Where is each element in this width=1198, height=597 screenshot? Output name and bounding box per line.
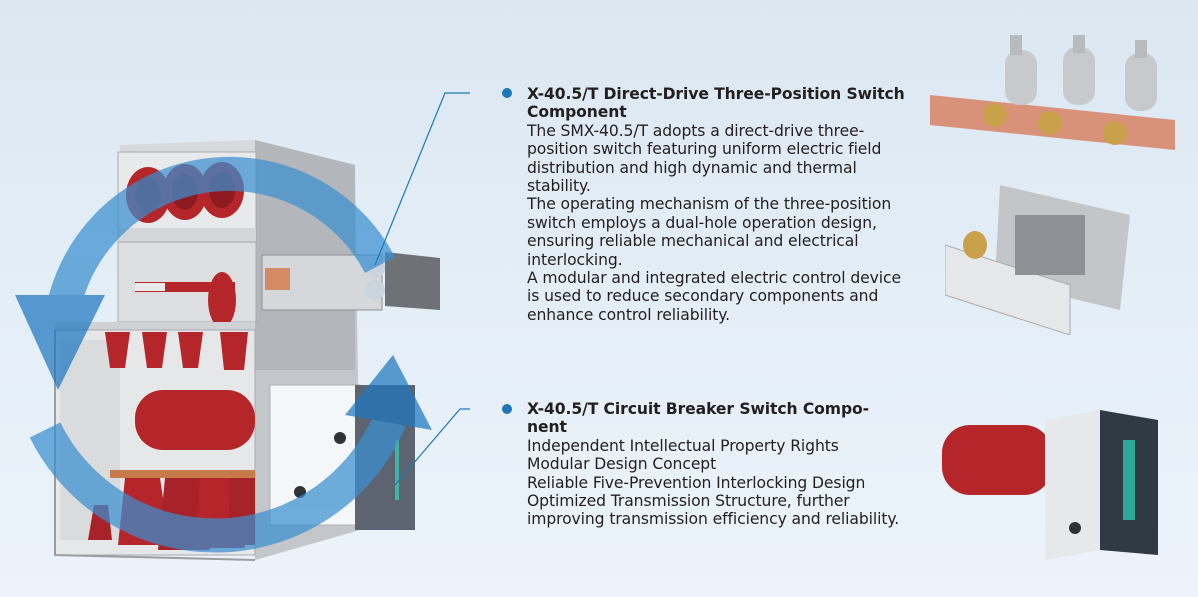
switchgear-cabinet-illustration <box>15 92 470 561</box>
callout-dot-2 <box>502 404 512 414</box>
callout-three-position-switch: X-40.5/T Direct-Drive Three-Position Swi… <box>527 85 907 324</box>
callout-paragraph: A modular and integrated electric contro… <box>527 269 901 324</box>
circuit-breaker-module-image <box>942 410 1158 560</box>
rotation-arrows-icon <box>15 156 432 553</box>
operating-mechanism-image <box>945 185 1130 335</box>
callout-paragraph: Independent Intellectual Property Rights <box>527 436 839 455</box>
callout-title: X-40.5/T Circuit Breaker Switch Compo-ne… <box>527 400 869 437</box>
callout-line-1 <box>374 92 470 266</box>
three-position-switch-on-cabinet <box>261 252 440 311</box>
callout-paragraph: The operating mechanism of the three-pos… <box>527 195 892 269</box>
callout-title: X-40.5/T Direct-Drive Three-Position Swi… <box>527 85 905 122</box>
callout-line-2 <box>394 408 470 486</box>
three-position-switch-assembly-image <box>930 35 1175 150</box>
callout-paragraph: Modular Design Concept <box>527 455 717 474</box>
breaker-body <box>135 390 255 450</box>
callout-circuit-breaker: X-40.5/T Circuit Breaker Switch Compo-ne… <box>527 400 907 529</box>
callout-paragraph: The SMX-40.5/T adopts a direct-drive thr… <box>527 121 882 196</box>
lower-bushings <box>105 332 248 370</box>
callout-paragraph: Reliable Five-Prevention Interlocking De… <box>527 473 866 492</box>
callout-paragraph: Optimized Transmission Structure, furthe… <box>527 492 900 529</box>
callout-dot-1 <box>502 88 512 98</box>
